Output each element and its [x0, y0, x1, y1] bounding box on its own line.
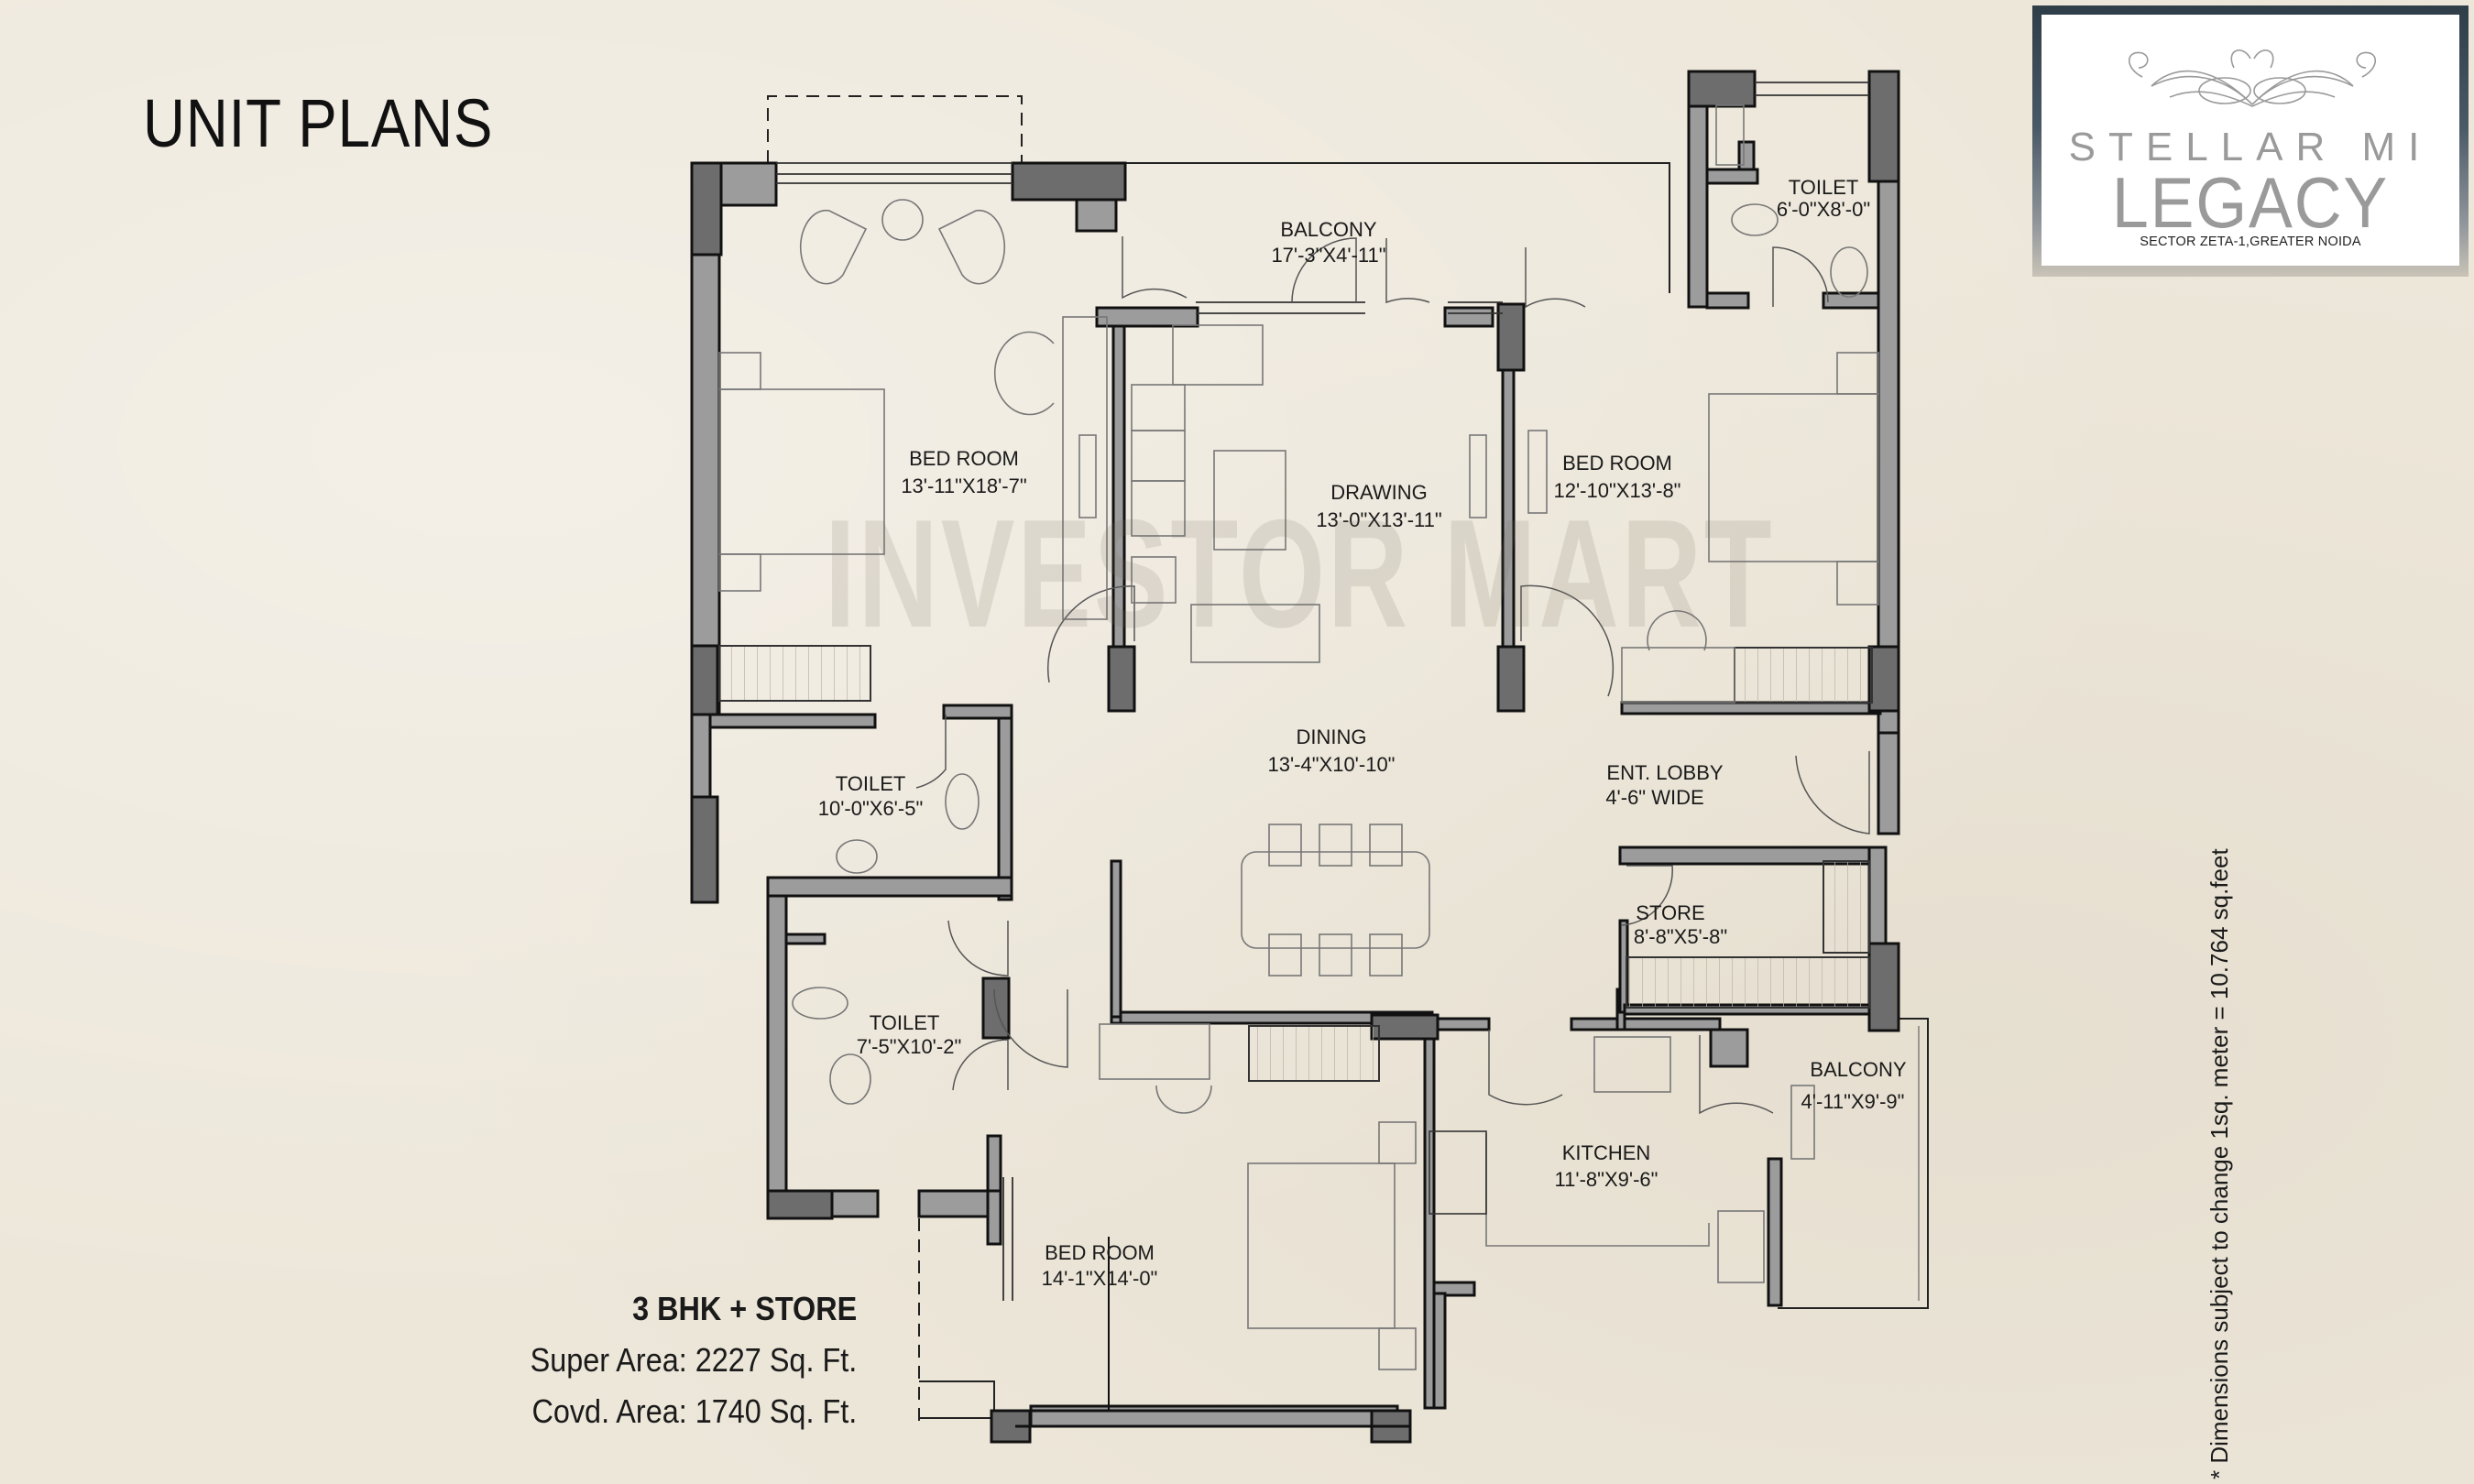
- dashed-projection-lines: [767, 95, 1023, 1429]
- room-store-name: STORE: [1636, 901, 1704, 924]
- room-kitchen-size: 11'-8"X9'-6": [1555, 1168, 1658, 1191]
- room-drawing-size: 13'-0"X13'-11": [1316, 508, 1441, 531]
- room-toilet-mid-size: 10'-0"X6'-5": [818, 797, 924, 820]
- logo-title-line2: LEGACY: [2111, 162, 2390, 243]
- room-balcony-right-size: 4'-11"X9'-9": [1801, 1090, 1905, 1113]
- room-bedroom-bottom-name: BED ROOM: [1045, 1241, 1155, 1264]
- room-bedroom-right-size: 12'-10"X13'-8": [1554, 479, 1681, 502]
- room-dining-name: DINING: [1297, 726, 1367, 748]
- room-balcony-top-name: BALCONY: [1280, 218, 1376, 241]
- room-bedroom-right-name: BED ROOM: [1562, 452, 1672, 475]
- ornament-icon: [2128, 49, 2377, 107]
- super-area: Super Area: 2227 Sq. Ft.: [530, 1341, 857, 1379]
- room-ent-lobby-name: ENT. LOBBY: [1606, 761, 1723, 784]
- logo-panel: STELLAR MI LEGACY SECTOR ZETA-1,GREATER …: [2042, 15, 2459, 266]
- room-dining-size: 13'-4"X10'-10": [1268, 753, 1396, 776]
- room-balcony-top-size: 17'-3"X4'-11": [1271, 244, 1385, 267]
- room-bedroom-left-name: BED ROOM: [909, 447, 1019, 470]
- project-logo: STELLAR MI LEGACY SECTOR ZETA-1,GREATER …: [2032, 5, 2469, 277]
- interior-partition-lines: [1015, 1237, 1411, 1428]
- furniture: [718, 104, 1879, 1370]
- dimensions-disclaimer: * Dimensions subject to change 1sq. mete…: [2206, 848, 2233, 1479]
- watermark: INVESTOR MART: [825, 487, 1775, 660]
- room-ent-lobby-size: 4'-6" WIDE: [1605, 786, 1703, 809]
- door-swings: [915, 236, 1870, 1115]
- room-bedroom-left-size: 13'-11"X18'-7": [901, 475, 1026, 497]
- loft-shelves: [718, 645, 1873, 1082]
- room-kitchen-name: KITCHEN: [1562, 1141, 1651, 1164]
- windows: [776, 82, 1869, 1301]
- room-drawing-name: DRAWING: [1330, 481, 1428, 504]
- logo-location: SECTOR ZETA-1,GREATER NOIDA: [2140, 235, 2361, 249]
- unit-summary: 3 BHK + STORE Super Area: 2227 Sq. Ft. C…: [494, 1290, 857, 1431]
- logo-title-line1: STELLAR MI: [2068, 125, 2433, 169]
- columns: [690, 70, 1900, 1444]
- room-bedroom-bottom-size: 14'-1"X14'-0": [1042, 1267, 1158, 1290]
- room-toilet-top-name: TOILET: [1789, 176, 1859, 199]
- room-toilet-low-name: TOILET: [870, 1011, 940, 1034]
- page-title: UNIT PLANS: [143, 85, 494, 161]
- room-toilet-low-size: 7'-5"X10'-2": [857, 1035, 962, 1058]
- room-balcony-right-name: BALCONY: [1810, 1058, 1906, 1081]
- covered-area: Covd. Area: 1740 Sq. Ft.: [531, 1392, 857, 1430]
- room-toilet-mid-name: TOILET: [836, 772, 906, 795]
- room-toilet-top-size: 6'-0"X8'-0": [1777, 198, 1870, 221]
- room-store-size: 8'-8"X5'-8": [1634, 925, 1727, 948]
- room-labels: BALCONY 17'-3"X4'-11" TOILET 6'-0"X8'-0"…: [818, 176, 1907, 1290]
- unit-type: 3 BHK + STORE: [631, 1290, 857, 1327]
